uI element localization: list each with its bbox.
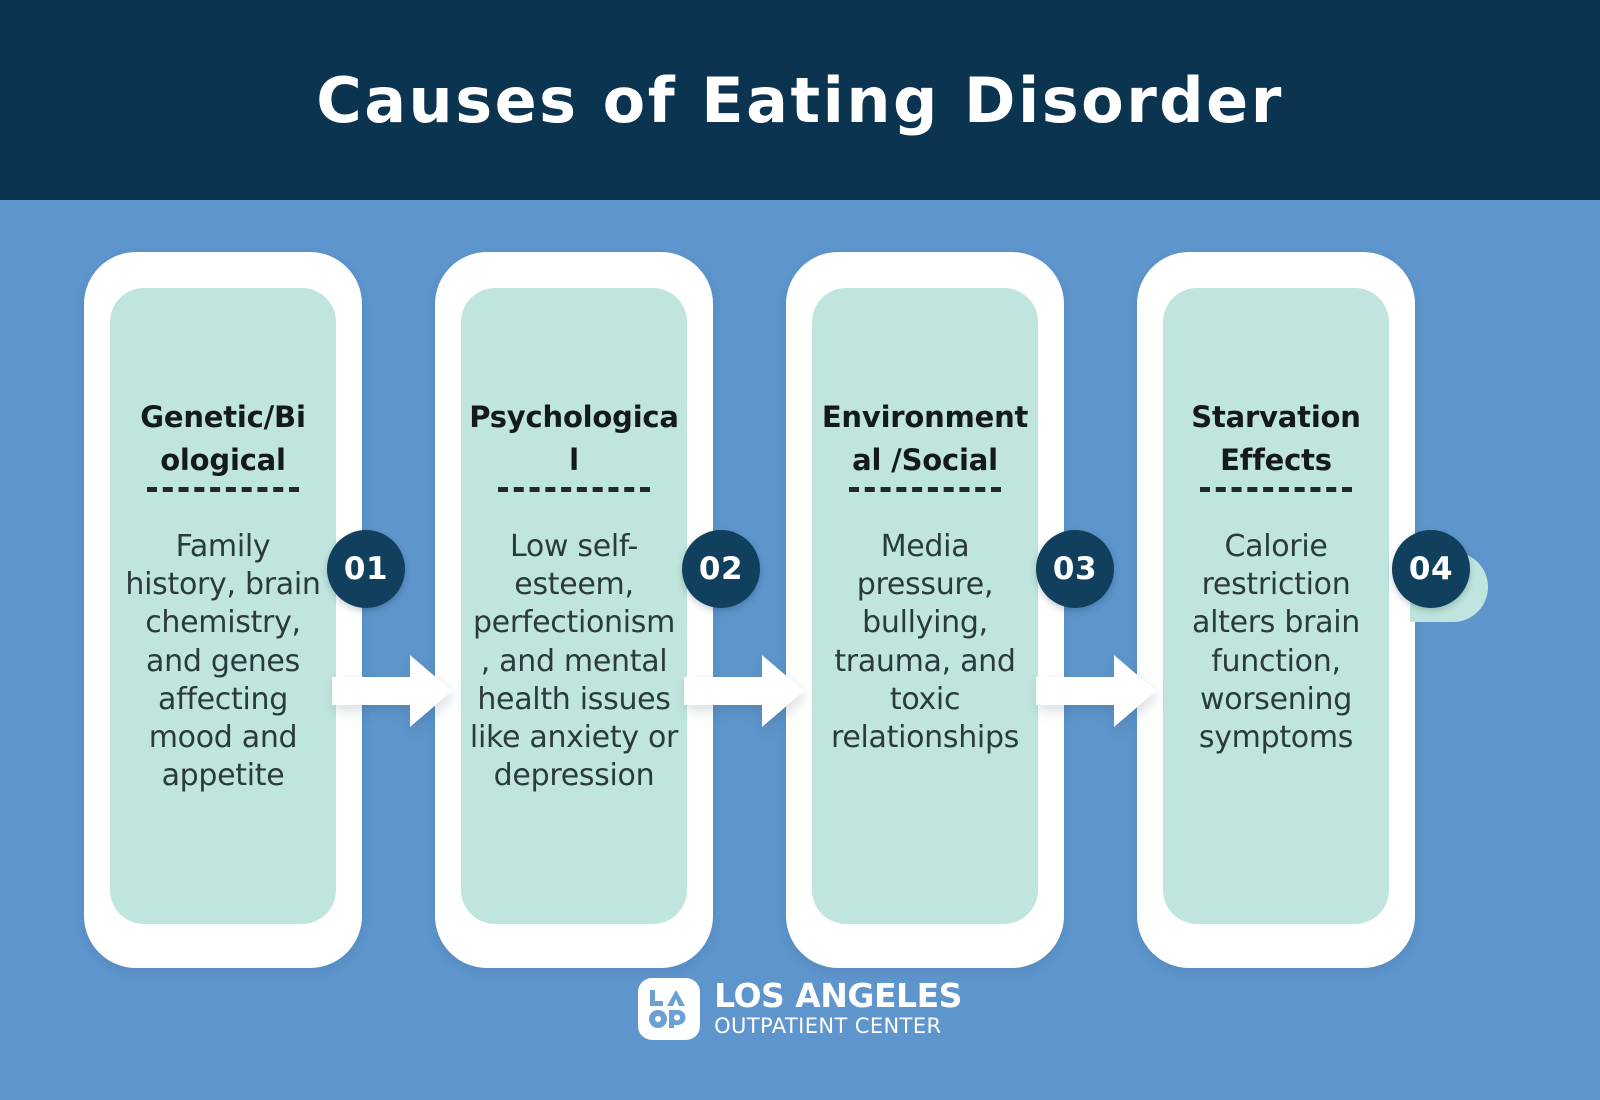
card-genetic-biological[interactable]: Genetic/Bi ological Family history, brai… (84, 252, 362, 968)
card-starvation-effects[interactable]: Starvation Effects Calorie restriction a… (1137, 252, 1415, 968)
arrow-connector-3-to-4 (1036, 655, 1156, 727)
arrow-right-icon (1036, 655, 1156, 727)
page-title: Causes of Eating Disorder (316, 63, 1284, 137)
logo-line-los-angeles: LOS ANGELES (714, 976, 962, 1016)
card-inner: Genetic/Bi ological Family history, brai… (110, 288, 336, 924)
arrow-connector-1-to-2 (332, 655, 452, 727)
step-badge-02: 02 (682, 530, 760, 608)
logo-wordmark: LOS ANGELES OUTPATIENT CENTER (714, 976, 962, 1039)
laop-monogram-icon (649, 990, 686, 1028)
card-inner: Environmental /Social Media pressure, bu… (812, 288, 1038, 924)
dashed-divider (147, 487, 299, 493)
card-title: Environmental /Social (821, 400, 1029, 477)
card-body: Media pressure, bullying, trauma, and to… (830, 529, 1020, 755)
header-bar: Causes of Eating Disorder (0, 0, 1600, 200)
arrow-connector-2-to-3 (684, 655, 804, 727)
cards-row: Genetic/Bi ological Family history, brai… (0, 200, 1600, 990)
step-badge-03: 03 (1036, 530, 1114, 608)
card-title: Starvation Effects (1191, 400, 1361, 477)
step-badge-04: 04 (1392, 530, 1470, 608)
card-psychological[interactable]: Psychological Low self-esteem, perfectio… (435, 252, 713, 968)
arrow-right-icon (684, 655, 804, 727)
card-inner: Starvation Effects Calorie restriction a… (1163, 288, 1389, 924)
card-title: Genetic/Bi ological (140, 400, 306, 477)
card-inner: Psychological Low self-esteem, perfectio… (461, 288, 687, 924)
card-body: Low self-esteem, perfectionism , and men… (469, 529, 679, 793)
dashed-divider (849, 487, 1001, 493)
card-body: Calorie restriction alters brain functio… (1192, 529, 1360, 755)
arrow-right-icon (332, 655, 452, 727)
card-title: Psychological (469, 400, 679, 477)
dashed-divider (498, 487, 650, 493)
card-environmental-social[interactable]: Environmental /Social Media pressure, bu… (786, 252, 1064, 968)
card-body: Family history, brain chemistry, and gen… (125, 529, 321, 793)
logo-line-outpatient-center: OUTPATIENT CENTER (714, 1013, 942, 1038)
footer-logo: LOS ANGELES OUTPATIENT CENTER (0, 978, 1600, 1040)
laop-logo-icon (638, 978, 701, 1040)
step-badge-01: 01 (327, 530, 405, 608)
dashed-divider (1200, 487, 1352, 493)
